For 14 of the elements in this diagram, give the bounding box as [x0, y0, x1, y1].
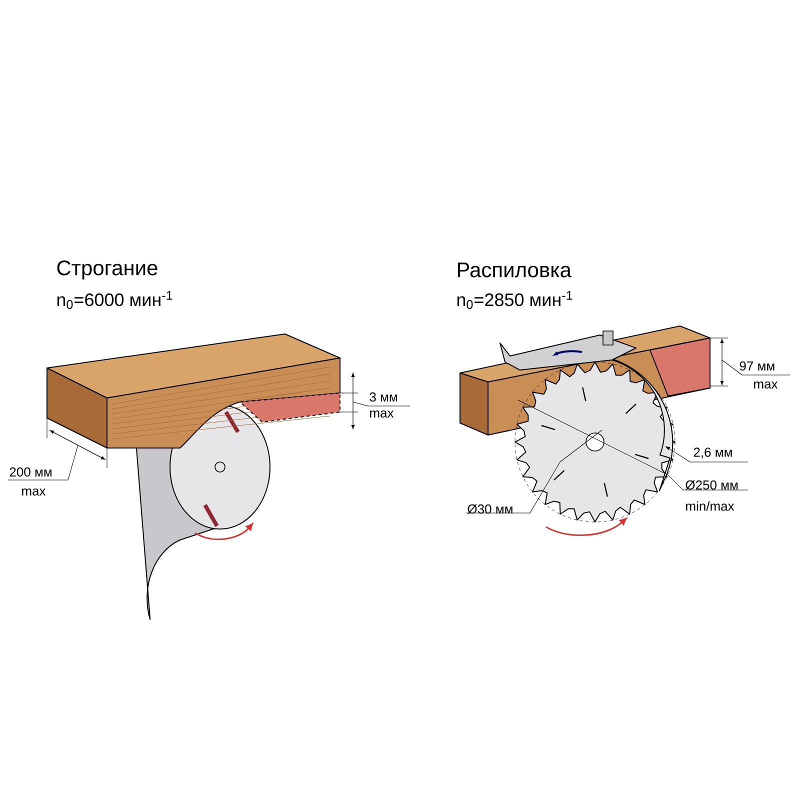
dimension-label: Ø250 мм — [686, 480, 738, 490]
speed-label: n$_{0}$=6000 мин$^{-1}$ — [57, 291, 172, 309]
dimension-label: 2,6 мм — [694, 448, 732, 458]
speed-label: n$_{0}$=2850 мин$^{-1}$ — [457, 291, 572, 309]
dimension-label: 200 мм — [10, 467, 52, 477]
dimension-label: max — [754, 381, 778, 389]
heading: Распиловка — [458, 262, 572, 278]
dimension-label: 3 мм — [370, 392, 398, 402]
dimension-label: max — [370, 410, 394, 418]
dimension-label: 97 мм — [740, 361, 774, 371]
heading: Строгание — [57, 260, 158, 280]
dimension-label: max — [22, 488, 46, 496]
dimension-label: Ø30 мм — [468, 504, 512, 514]
dimension-label: min/max — [686, 501, 734, 511]
